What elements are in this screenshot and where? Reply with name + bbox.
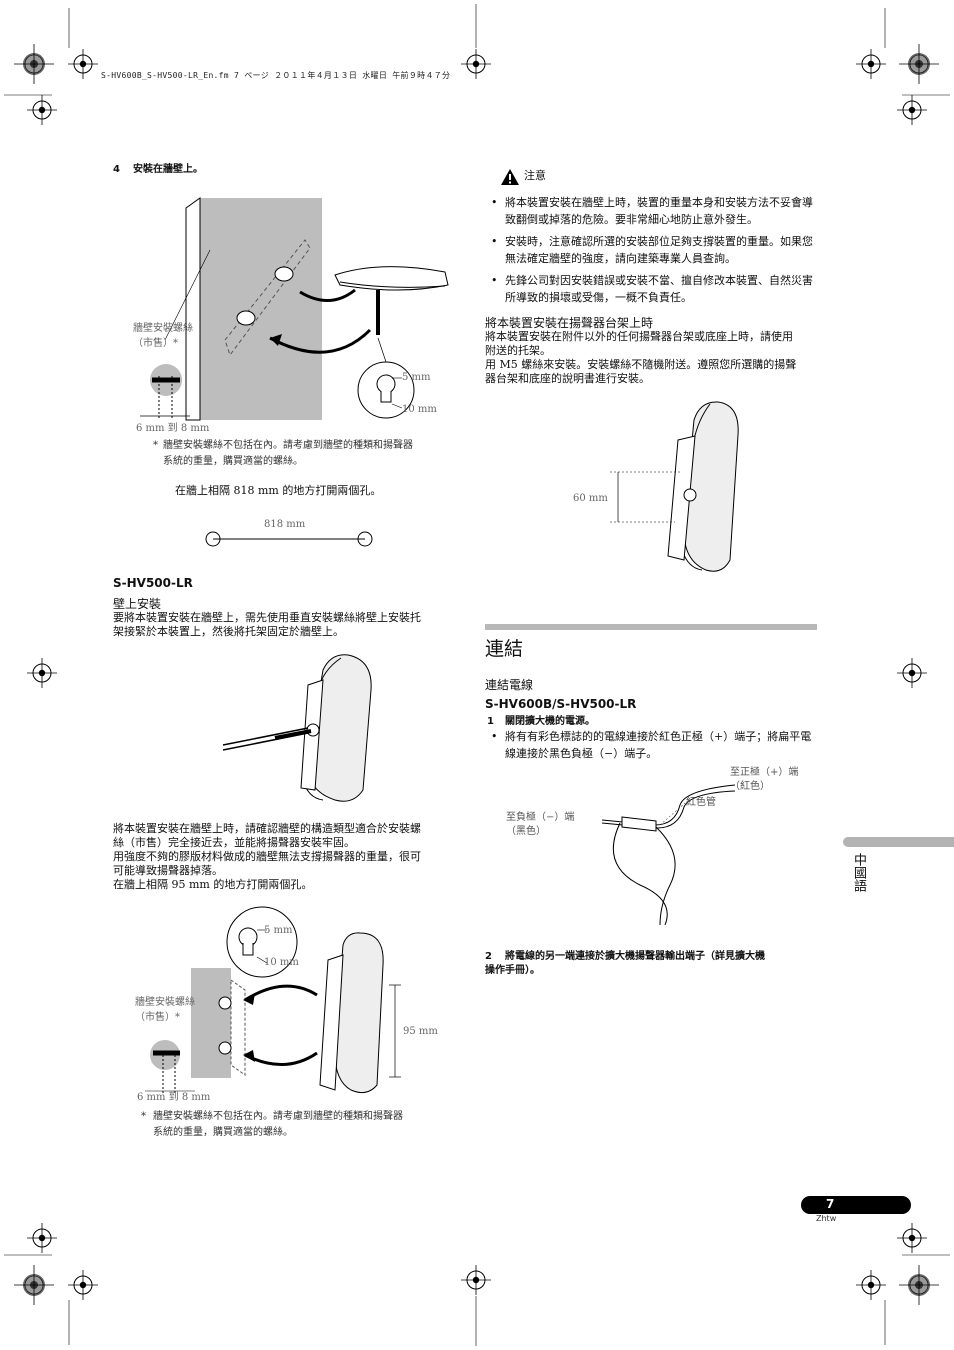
connect-bullet: 將有有彩色標誌的的電線連接於紅色正極（+）端子；將扁平電線連接於黑色負極（−）端… [487, 728, 817, 762]
dim-60mm-label: 60 mm [573, 493, 608, 504]
page-number-pill [801, 1196, 911, 1214]
hv500-para2-line3: 用強度不夠的膠版材料做成的牆壁無法支撐揚聲器的重量，很可 [113, 850, 421, 863]
caution-list: 將本裝置安裝在牆壁上時，裝置的重量本身和安裝方法不妥會導致翻倒或掉落的危險。要非… [487, 194, 817, 311]
negative-terminal-label-line1: 至負極（−）端 [506, 812, 575, 823]
hv500-footnote-line1: 牆壁安裝螺絲不包括在內。請考慮到牆壁的種類和揚聲器 [153, 1111, 403, 1122]
screw-dimension-label: 6 mm 到 8 mm [136, 423, 210, 434]
stand-bracket-figure [610, 401, 739, 572]
registration-mark-icon [67, 1269, 99, 1301]
hv500-footnote-line2: 系統的重量，購買適當的螺絲。 [153, 1127, 293, 1138]
hv500-dim-95-label: 95 mm [403, 1026, 438, 1037]
warning-triangle-icon [501, 169, 519, 185]
language-code: Zhtw [816, 1214, 837, 1223]
speaker-cable-figure [601, 784, 736, 926]
hv500-para-line2: 架接緊於本裝置上，然後將托架固定於牆壁上。 [113, 625, 344, 638]
stand-para-line2: 附送的托架。 [485, 344, 551, 357]
section-rule [485, 624, 817, 630]
hv500-para2-line1: 將本裝置安裝在牆壁上時，請確認牆壁的構造類型適合於安裝螺 [113, 822, 421, 835]
registration-mark-icon [896, 94, 928, 126]
stand-para-line3: 用 M5 螺絲來安裝。安裝螺絲不隨機附送。遵照您所選購的揚聲 [485, 358, 797, 371]
stand-title: 將本裝置安裝在揚聲器台架上時 [485, 316, 654, 330]
hv500-title: S-HV500-LR [113, 576, 193, 590]
hv500-screw-label-line1: 牆壁安裝螺絲 [135, 997, 195, 1008]
registration-mark-icon [26, 1222, 58, 1254]
hole-5mm-label: 5 mm [402, 372, 431, 383]
connect-step2-number: 2 [485, 951, 492, 962]
hole-spacing-818-diagram [205, 531, 373, 547]
registration-mark-icon [26, 94, 58, 126]
connect-title: 連結 [485, 638, 524, 660]
screw-label-line1: 牆壁安裝螺絲 [133, 323, 193, 334]
footnote-mark: * [153, 440, 158, 451]
hv500-para-line1: 要將本裝置安裝在牆壁上，需先使用垂直安裝螺絲將壁上安裝托 [113, 611, 421, 624]
registration-mark-icon [896, 1222, 928, 1254]
language-tab-label: 中國語 [851, 853, 866, 892]
screw-label-line2: （市售）* [133, 338, 178, 349]
connect-model: S-HV600B/S-HV500-LR [485, 697, 637, 711]
connect-bullet-list: 將有有彩色標誌的的電線連接於紅色正極（+）端子；將扁平電線連接於黑色負極（−）端… [487, 728, 817, 767]
drill-818-text: 在牆上相隔 818 mm 的地方打開兩個孔。 [175, 484, 382, 497]
hv500-para2-line4: 可能導致揚聲器掉落。 [113, 864, 223, 877]
hv500-footnote-mark: * [141, 1111, 146, 1122]
caution-item: 安裝時，注意確認所選的安裝部位足夠支撐裝置的重量。如果您無法確定牆壁的強度，請向… [487, 233, 817, 267]
hv500-hole-10mm-label: 10 mm [264, 957, 299, 968]
stand-para-line1: 將本裝置安裝在附件以外的任何揚聲器台架或底座上時，請使用 [485, 330, 793, 343]
registration-mark-icon [896, 657, 928, 689]
red-tube-label: 紅色管 [686, 797, 716, 808]
dim-818-label: 818 mm [264, 519, 306, 530]
registration-mark-icon [67, 48, 99, 80]
step-4-text: 安裝在牆壁上。 [133, 164, 203, 175]
positive-terminal-label-line1: 至正極（+）端 [730, 767, 799, 778]
footnote-line1: 牆壁安裝螺絲不包括在內。請考慮到牆壁的種類和揚聲器 [163, 440, 413, 451]
file-header: S-HV600B_S-HV500-LR_En.fm 7 ページ ２０１１年４月１… [101, 71, 451, 80]
connect-step2-line2: 操作手冊）。 [485, 965, 540, 976]
registration-mark-icon [460, 48, 492, 80]
registration-mark-icon [855, 1269, 887, 1301]
hole-10mm-label: 10 mm [402, 404, 437, 415]
hv500-para2-line5: 在牆上相隔 95 mm 的地方打開兩個孔。 [113, 878, 313, 891]
connect-subtitle: 連結電線 [485, 678, 534, 692]
caution-title: 注意 [524, 169, 546, 182]
connect-step1-number: 1 [487, 716, 494, 727]
positive-terminal-label-line2: （紅色） [730, 781, 770, 792]
hv500-screw-dim-label: 6 mm 到 8 mm [137, 1092, 211, 1103]
registration-mark-icon [26, 657, 58, 689]
hv500-subtitle: 壁上安裝 [113, 597, 162, 611]
connect-step1-text: 關閉擴大機的電源。 [505, 716, 595, 727]
footnote-line2: 系統的重量，購買適當的螺絲。 [163, 456, 303, 467]
registration-mark-icon [855, 48, 887, 80]
page-number: 7 [826, 1197, 835, 1211]
stand-para-line4: 器台架和底座的說明書進行安裝。 [485, 372, 650, 385]
caution-item: 先鋒公司對因安裝錯誤或安裝不當、擅自修改本裝置、自然災害所導致的損壞或受傷，一概… [487, 272, 817, 306]
hv500-screw-label-line2: （市售）* [135, 1012, 180, 1023]
hv500-hole-5mm-label: 5 mm [264, 925, 293, 936]
hv500-wall-mount-figure [145, 906, 401, 1095]
negative-terminal-label-line2: （黑色） [506, 826, 546, 837]
wall-mount-figure [140, 197, 449, 421]
language-tab-bar [843, 837, 954, 847]
step-4-number: 4 [113, 164, 120, 175]
bracket-screw-figure [222, 654, 372, 802]
hv500-para2-line2: 絲（市售）完全接近去，並能將揚聲器安裝牢固。 [113, 836, 355, 849]
registration-mark-icon [460, 1264, 492, 1296]
connect-step2-line1: 將電線的另一端連接於擴大機揚聲器輸出端子（詳見擴大機 [505, 951, 765, 962]
caution-item: 將本裝置安裝在牆壁上時，裝置的重量本身和安裝方法不妥會導致翻倒或掉落的危險。要非… [487, 194, 817, 228]
